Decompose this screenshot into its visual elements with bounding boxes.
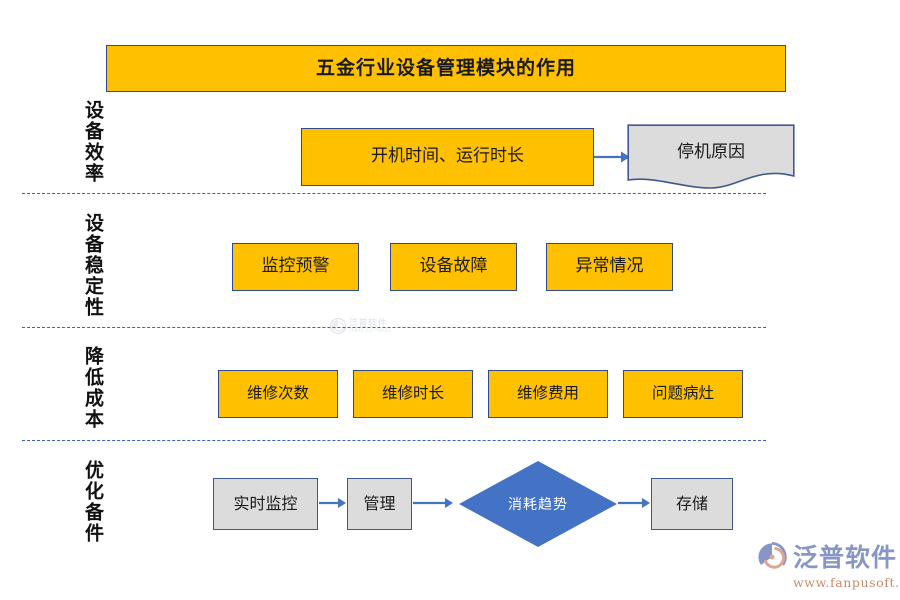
logo-name: 泛普软件 [793,542,898,572]
node-problem-focus: 问题病灶 [623,370,743,418]
node-label: 异常情况 [575,256,644,277]
watermark-name: 泛普软件 [349,318,388,329]
brand-logo: 泛普软件 www.fanpusoft.com [757,542,900,590]
page-title: 五金行业设备管理模块的作用 [315,56,576,79]
logo-url: www.fanpusoft.com [793,575,900,590]
node-label: 开机时间、运行时长 [371,146,524,167]
section-divider-3 [22,440,766,441]
node-equipment-fault: 设备故障 [390,243,517,291]
section-label-equipment-efficiency: 设备效率 [82,100,104,184]
node-management: 管理 [347,478,412,530]
node-label: 消耗趋势 [508,497,568,513]
center-watermark: 泛普软件 FANPU SOFTWARE [330,318,391,334]
node-storage: 存储 [651,478,733,530]
diagram-title-banner: 五金行业设备管理模块的作用 [106,45,786,92]
section-divider-2 [22,327,766,328]
node-label: 实时监控 [233,493,298,513]
node-label: 维修次数 [246,384,309,403]
fanpu-watermark-icon [330,318,346,334]
node-label: 维修费用 [516,384,579,403]
node-monitoring-alert: 监控预警 [232,243,359,291]
node-consumption-trend: 消耗趋势 [459,461,617,547]
node-label: 维修时长 [381,384,444,403]
node-label: 存储 [675,493,708,513]
arrow-consumption-trend-to-storage [618,495,650,511]
node-label: 管理 [363,493,396,513]
node-repair-cost: 维修费用 [488,370,608,418]
node-label: 问题病灶 [651,384,714,403]
node-realtime-monitoring: 实时监控 [213,478,318,530]
node-repair-count: 维修次数 [218,370,338,418]
section-label-reduce-cost: 降低成本 [82,346,104,430]
arrow-runtime-to-downtime-reason [594,148,630,166]
node-label: 监控预警 [261,256,330,277]
section-label-optimize-spare-parts: 优化备件 [82,460,104,544]
watermark-subtitle: FANPU SOFTWARE [349,327,392,333]
arrow-management-to-consumption-trend [413,495,453,511]
node-startup-and-runtime: 开机时间、运行时长 [301,128,594,186]
arrow-monitoring-to-management [319,495,346,511]
fanpu-logo-icon [758,542,787,569]
node-downtime-reason: 停机原因 [627,124,795,190]
node-abnormal-condition: 异常情况 [546,243,673,291]
diamond-shape [459,461,617,547]
node-label: 设备故障 [419,256,488,277]
node-repair-duration: 维修时长 [353,370,473,418]
section-label-equipment-stability: 设备稳定性 [82,212,104,318]
node-label: 停机原因 [677,142,745,163]
section-divider-1 [22,193,766,194]
